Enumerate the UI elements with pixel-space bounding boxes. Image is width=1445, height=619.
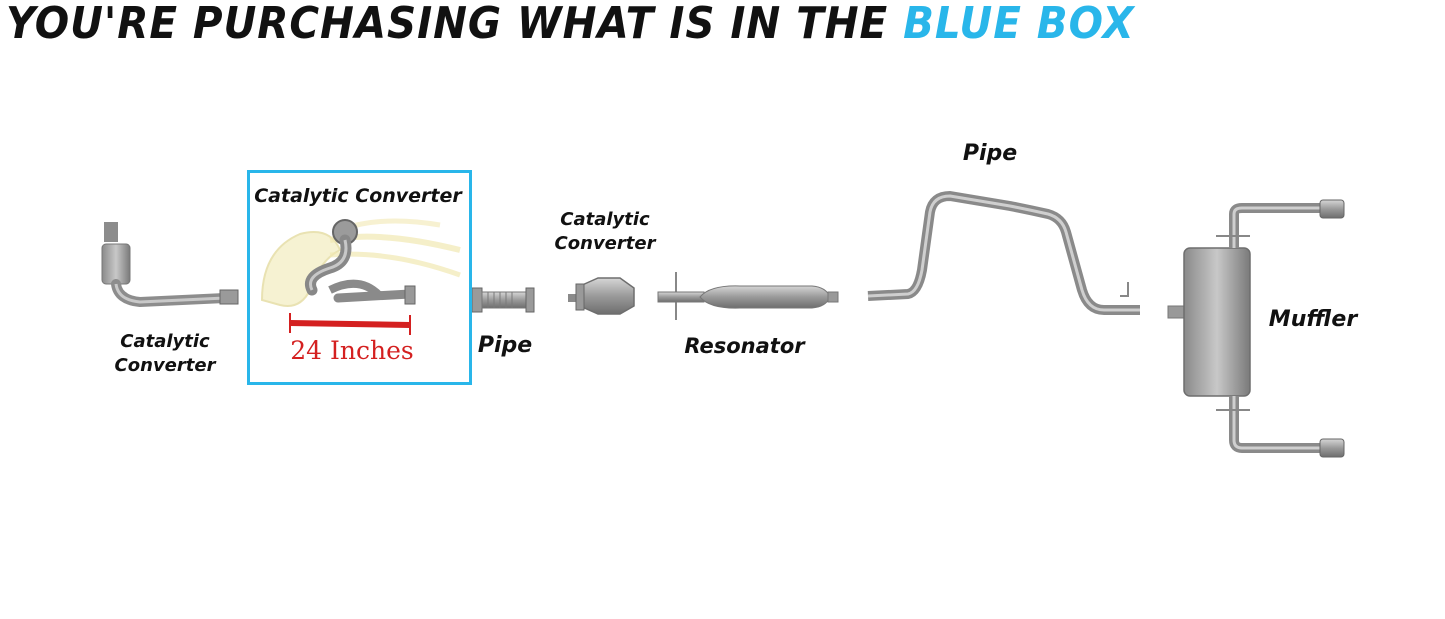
dimension-line (289, 313, 411, 335)
left-catalytic-converter-label: Catalytic Converter (100, 330, 230, 378)
headline-text: YOU'RE PURCHASING WHAT IS IN THE (6, 0, 889, 49)
headline: YOU'RE PURCHASING WHAT IS IN THE BLUE BO… (6, 0, 1135, 52)
boxed-catalytic-converter-label: Catalytic Converter (254, 185, 462, 207)
muffler-label: Muffler (1268, 307, 1358, 332)
resonator-label: Resonator (684, 334, 805, 358)
front-pipe-part (471, 287, 535, 313)
left-cc-label-line1: Catalytic (120, 331, 210, 352)
middle-catalytic-converter-part (568, 277, 635, 315)
left-catalytic-converter-part (101, 222, 239, 308)
dimension-label: 24 Inches (290, 336, 414, 365)
rear-pipe-label: Pipe (962, 141, 1018, 166)
headline-highlight: BLUE BOX (903, 0, 1135, 49)
mid-cc-label-line2: Converter (554, 233, 656, 254)
muffler-part (1167, 199, 1345, 458)
boxed-catalytic-converter-part (260, 218, 461, 307)
blue-box-highlight (247, 170, 472, 385)
resonator-part (657, 272, 839, 320)
middle-catalytic-converter-label: Catalytic Converter (540, 208, 670, 256)
mid-cc-label-line1: Catalytic (560, 209, 650, 230)
left-cc-label-line2: Converter (114, 355, 216, 376)
front-pipe-label: Pipe (477, 333, 533, 358)
rear-pipe-part (867, 191, 1140, 315)
